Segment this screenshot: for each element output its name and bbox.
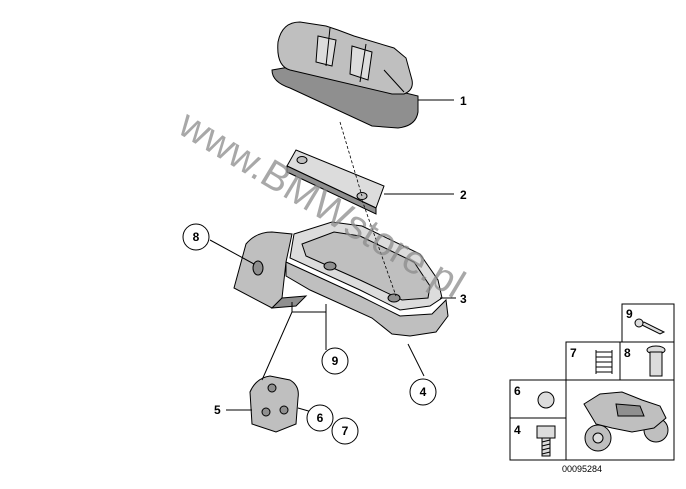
legend-label-9: 9 <box>626 307 633 321</box>
hardware-legend: 9 7 8 6 4 <box>509 303 675 461</box>
callout-9-circled: 9 <box>321 347 349 375</box>
motorcycle-icon <box>583 391 669 452</box>
legend-label-8: 8 <box>624 346 631 360</box>
callout-5: 5 <box>214 403 221 417</box>
part-8-side-bracket[interactable] <box>233 231 308 309</box>
clevis-pin-icon <box>646 345 666 377</box>
legend-label-6: 6 <box>514 384 521 398</box>
cap-icon <box>537 391 555 409</box>
screw-icon <box>536 425 556 457</box>
watermark-text: www.BMWstore.pl <box>171 101 473 306</box>
callout-4-circled: 4 <box>409 378 437 406</box>
callout-2: 2 <box>460 188 467 202</box>
svg-text:4: 4 <box>420 385 427 399</box>
svg-text:8: 8 <box>193 230 200 244</box>
callout-8-circled: 8 <box>182 223 210 251</box>
svg-text:7: 7 <box>342 424 349 438</box>
callout-1: 1 <box>460 94 467 108</box>
split-pin-icon <box>634 318 666 335</box>
spring-icon <box>595 350 613 374</box>
svg-text:6: 6 <box>317 411 324 425</box>
diagram-code: 00095284 <box>562 464 602 474</box>
callout-6-circled: 6 <box>306 404 334 432</box>
part-2-plate[interactable] <box>286 149 385 215</box>
legend-label-4: 4 <box>514 423 521 437</box>
svg-text:9: 9 <box>332 354 339 368</box>
callout-7-circled: 7 <box>331 417 359 445</box>
part-1-seat-cushion[interactable] <box>271 21 419 129</box>
legend-label-7: 7 <box>570 346 577 360</box>
part-3-holder[interactable] <box>285 221 449 337</box>
assembly-lines <box>261 121 397 381</box>
callout-3: 3 <box>460 292 467 306</box>
part-5-small-plate[interactable] <box>249 375 299 433</box>
